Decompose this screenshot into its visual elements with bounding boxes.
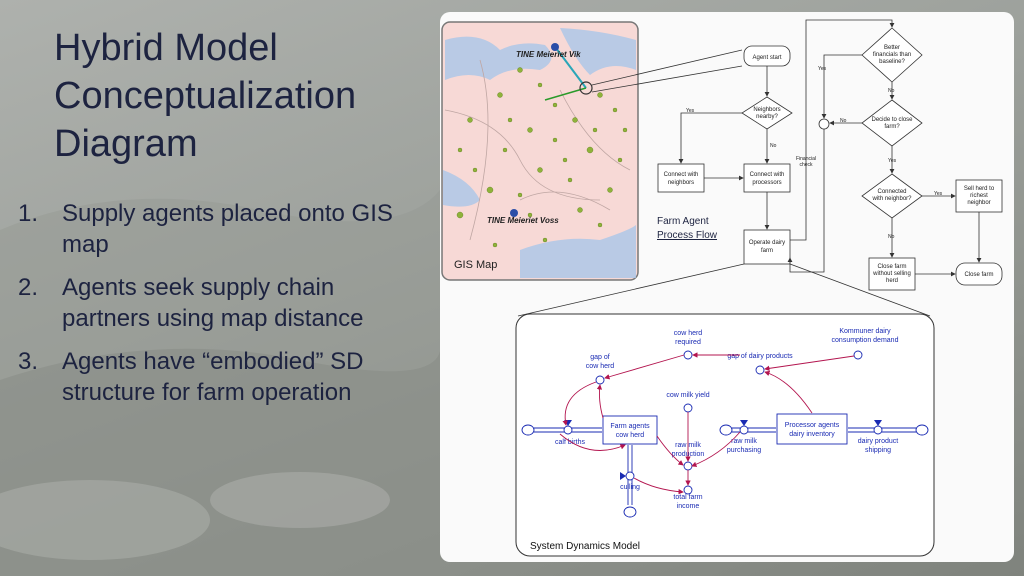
sd-stock-farm-herd bbox=[602, 415, 658, 445]
svg-text:No: No bbox=[840, 118, 847, 124]
svg-text:Yes: Yes bbox=[888, 158, 897, 164]
sd-cow-milk-yield: cow milk yield bbox=[666, 392, 709, 399]
list-item-text: Agents seek supply chain partners using … bbox=[62, 274, 364, 332]
sd-calf-births: calf births bbox=[555, 439, 585, 446]
sd-total-farm-income: total farm bbox=[673, 494, 702, 501]
bullet-list: 1.Supply agents placed onto GIS map 2.Ag… bbox=[18, 198, 418, 420]
svg-text:Connect with: Connect with bbox=[750, 172, 785, 178]
svg-text:Connect with: Connect with bbox=[664, 172, 699, 178]
list-item-text: Agents have “embodied” SD structure for … bbox=[62, 348, 364, 406]
svg-text:Yes: Yes bbox=[818, 66, 827, 72]
svg-text:dairy inventory: dairy inventory bbox=[789, 431, 835, 438]
flow-close-farm bbox=[955, 262, 1003, 286]
sd-raw-milk-purchasing: raw milk bbox=[731, 438, 757, 445]
svg-text:neighbor: neighbor bbox=[967, 200, 990, 206]
sd-cow-herd-required: cow herd bbox=[674, 330, 703, 337]
list-item-text: Supply agents placed onto GIS map bbox=[62, 200, 393, 258]
svg-text:consumption demand: consumption demand bbox=[832, 337, 899, 344]
flow-close-without-selling bbox=[868, 257, 916, 291]
diagram-panel: TINE Meieriet Vik TINE Meieriet Voss GIS… bbox=[440, 12, 1014, 562]
svg-text:No: No bbox=[888, 234, 895, 240]
svg-text:nearby?: nearby? bbox=[756, 114, 778, 120]
svg-text:Yes: Yes bbox=[934, 191, 943, 197]
svg-text:herd: herd bbox=[886, 278, 898, 284]
sd-kommuner-demand: Kommuner dairy bbox=[839, 328, 891, 335]
svg-text:Neighbors: Neighbors bbox=[753, 107, 780, 113]
diagram-canvas: TINE Meieriet Vik TINE Meieriet Voss GIS… bbox=[441, 19, 1003, 557]
list-item: 2.Agents seek supply chain partners usin… bbox=[18, 274, 364, 332]
flow-sell-herd bbox=[955, 179, 1003, 213]
svg-text:farm: farm bbox=[761, 248, 773, 254]
svg-text:richest: richest bbox=[970, 193, 988, 199]
sd-model: Farm agents cow herd Processor agents da… bbox=[515, 313, 935, 557]
sd-stock-processor-inventory bbox=[776, 413, 848, 445]
sd-gap-cow-herd: gap of bbox=[590, 354, 610, 361]
flow-decide-close bbox=[861, 99, 923, 147]
flow-junction bbox=[818, 118, 830, 130]
process-flow: Agent start Neighbors nearby? Connect wi… bbox=[657, 19, 1003, 291]
svg-text:shipping: shipping bbox=[865, 447, 891, 454]
svg-text:Processor agents: Processor agents bbox=[785, 422, 840, 429]
list-item: 1.Supply agents placed onto GIS map bbox=[18, 200, 393, 258]
svg-text:cow herd: cow herd bbox=[616, 432, 645, 439]
svg-text:processors: processors bbox=[752, 180, 781, 186]
flow-operate-dairy bbox=[743, 229, 791, 265]
svg-text:No: No bbox=[888, 88, 895, 94]
svg-text:Agent start: Agent start bbox=[752, 55, 781, 61]
svg-text:with neighbor?: with neighbor? bbox=[871, 196, 912, 202]
svg-text:cow herd: cow herd bbox=[586, 363, 615, 370]
svg-text:required: required bbox=[675, 339, 701, 346]
gis-map: TINE Meieriet Vik TINE Meieriet Voss GIS… bbox=[441, 21, 639, 281]
svg-text:without selling: without selling bbox=[872, 271, 911, 277]
gis-map-label: GIS Map bbox=[454, 259, 497, 271]
svg-text:Yes: Yes bbox=[686, 108, 695, 114]
flow-title: Farm Agent bbox=[657, 216, 709, 227]
svg-text:farm?: farm? bbox=[884, 124, 900, 130]
flow-neighbors-nearby bbox=[741, 96, 793, 130]
list-item: 3.Agents have “embodied” SD structure fo… bbox=[18, 348, 364, 406]
svg-text:neighbors: neighbors bbox=[668, 180, 694, 186]
sd-model-label: System Dynamics Model bbox=[530, 541, 640, 552]
svg-text:income: income bbox=[677, 503, 700, 510]
svg-text:Close farm: Close farm bbox=[877, 264, 906, 270]
svg-text:Process Flow: Process Flow bbox=[657, 230, 718, 241]
svg-text:baseline?: baseline? bbox=[879, 59, 905, 65]
svg-text:Farm agents: Farm agents bbox=[610, 423, 650, 430]
svg-text:Sell herd to: Sell herd to bbox=[964, 186, 995, 192]
svg-text:Better: Better bbox=[884, 45, 900, 51]
slide-title: Hybrid Model Conceptualization Diagram bbox=[54, 27, 357, 165]
flow-connect-neighbors bbox=[657, 163, 705, 193]
svg-text:Decide to close: Decide to close bbox=[871, 117, 913, 123]
svg-text:purchasing: purchasing bbox=[727, 447, 761, 454]
flow-connect-processors bbox=[743, 163, 791, 193]
dairy-north-label: TINE Meieriet Vik bbox=[516, 50, 581, 59]
sd-dairy-product-shipping: dairy product bbox=[858, 438, 899, 445]
sd-culling: culling bbox=[620, 484, 640, 491]
sd-gap-dairy-products: gap of dairy products bbox=[727, 353, 793, 360]
svg-text:Connected: Connected bbox=[877, 189, 906, 195]
svg-text:Close farm: Close farm bbox=[964, 272, 993, 278]
dairy-south-label: TINE Meieriet Voss bbox=[487, 216, 559, 225]
svg-text:Operate dairy: Operate dairy bbox=[749, 240, 785, 246]
svg-text:No: No bbox=[770, 143, 777, 149]
svg-text:financials than: financials than bbox=[873, 52, 911, 58]
